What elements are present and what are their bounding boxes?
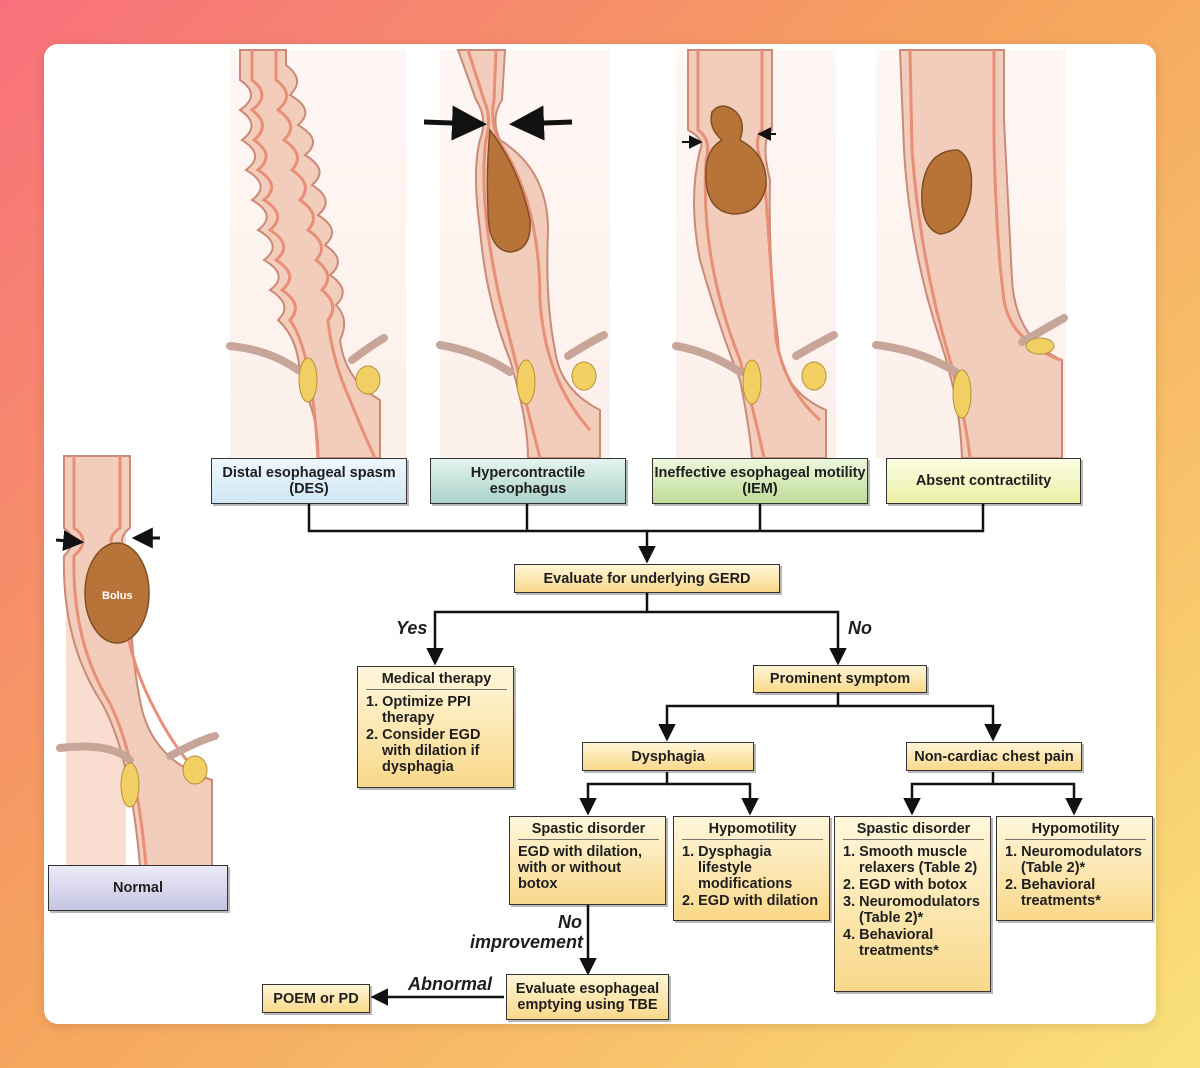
iem-illustration xyxy=(672,49,838,459)
no-improvement-label-line2: improvement xyxy=(470,932,584,952)
abnormal-label: Abnormal xyxy=(408,974,493,994)
normal-esophagus-illustration xyxy=(55,455,219,867)
chest-pain-spastic-item: 4. Behavioral treatments* xyxy=(843,927,939,959)
flow-connectors xyxy=(307,504,1083,1006)
chest-pain-hypomotility-box: Hypomotility 1. Neuromodulators (Table 2… xyxy=(996,816,1153,921)
absent-contractility-box: Absent contractility xyxy=(886,458,1081,504)
absent-contractility-illustration xyxy=(872,49,1068,459)
evaluate-tbe-box: Evaluate esophageal emptying using TBE xyxy=(506,974,669,1020)
prominent-symptom-box: Prominent symptom xyxy=(753,665,927,693)
hypercontractile-box: Hypercontractile esophagus xyxy=(430,458,626,504)
medical-therapy-box: Medical therapy 1. Optimize PPI therapy … xyxy=(357,666,514,788)
normal-box: Normal xyxy=(48,865,228,911)
chest-pain-hypomotility-item: 1. Neuromodulators (Table 2)* xyxy=(1005,844,1142,876)
dysphagia-hypomotility-item: 2. EGD with dilation xyxy=(682,893,819,909)
chest-pain-spastic-box: Spastic disorder 1. Smooth muscle relaxe… xyxy=(834,816,991,992)
dysphagia-hypomotility-title: Hypomotility xyxy=(682,821,823,840)
chest-pain-spastic-title: Spastic disorder xyxy=(843,821,984,840)
hypercontractile-illustration xyxy=(423,49,610,459)
iem-box: Ineffective esophageal motility (IEM) xyxy=(652,458,868,504)
bolus-label: Bolus xyxy=(102,590,133,602)
figure-card: Bolus Normal Distal esophageal spasm (DE… xyxy=(44,44,1156,1024)
chest-pain-hypomotility-title: Hypomotility xyxy=(1005,821,1146,840)
dysphagia-spastic-text: EGD with dilation, with or without botox xyxy=(518,844,643,892)
chest-pain-spastic-item: 1. Smooth muscle relaxers (Table 2) xyxy=(843,844,978,876)
poem-pd-box: POEM or PD xyxy=(262,984,370,1013)
no-improvement-label-line1: No xyxy=(558,912,582,932)
esophagus-illustrations xyxy=(55,49,1083,1006)
chest-pain-box: Non-cardiac chest pain xyxy=(906,742,1082,771)
medical-therapy-title: Medical therapy xyxy=(366,671,507,690)
yes-label: Yes xyxy=(396,618,428,638)
medical-therapy-item: 1. Optimize PPI therapy xyxy=(366,694,471,726)
medical-therapy-item: 2. Consider EGD with dilation if dysphag… xyxy=(366,727,481,775)
evaluate-gerd-box: Evaluate for underlying GERD xyxy=(514,564,780,593)
chest-pain-hypomotility-item: 2. Behavioral treatments* xyxy=(1005,877,1101,909)
des-illustration xyxy=(226,49,406,459)
dysphagia-spastic-box: Spastic disorder EGD with dilation, with… xyxy=(509,816,666,905)
dysphagia-hypomotility-box: Hypomotility 1. Dysphagia lifestyle modi… xyxy=(673,816,830,921)
no-label: No xyxy=(848,618,872,638)
des-box: Distal esophageal spasm (DES) xyxy=(211,458,407,504)
dysphagia-spastic-title: Spastic disorder xyxy=(518,821,659,840)
dysphagia-box: Dysphagia xyxy=(582,742,754,771)
dysphagia-hypomotility-item: 1. Dysphagia lifestyle modifications xyxy=(682,844,793,892)
chest-pain-spastic-item: 3. Neuromodulators (Table 2)* xyxy=(843,894,980,926)
chest-pain-spastic-item: 2. EGD with botox xyxy=(843,877,968,893)
